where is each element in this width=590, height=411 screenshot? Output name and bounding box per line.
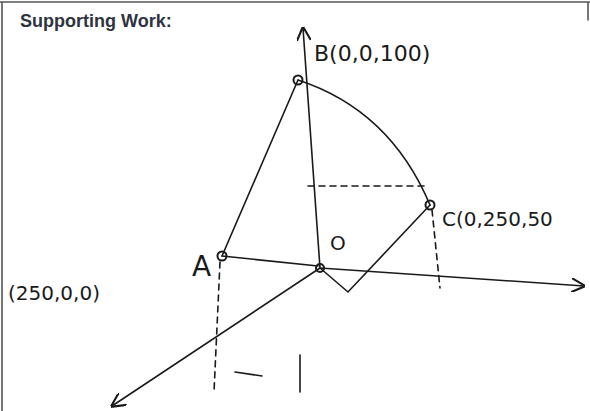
- segment-c-proj: [320, 205, 430, 292]
- x-axis: [112, 268, 320, 406]
- tick: [299, 355, 301, 392]
- origin-label: O: [328, 232, 348, 254]
- point-dot: [426, 201, 435, 210]
- dashed-line: [432, 210, 440, 288]
- point-label: B(0,0,100): [312, 42, 432, 66]
- tick: [235, 372, 262, 376]
- segment-ba: [222, 80, 298, 256]
- dashed-line: [214, 262, 220, 392]
- point-label: C(0,250,50: [440, 208, 555, 230]
- y-axis: [320, 268, 584, 286]
- dashed-line: [308, 185, 428, 187]
- segment-bc: [298, 80, 430, 205]
- point-dot: [218, 252, 227, 261]
- coordinate-label: (250,0,0): [6, 282, 102, 304]
- segment-ao: [222, 256, 318, 266]
- point-dot: [316, 264, 324, 272]
- point-label: A: [190, 252, 213, 283]
- heading: Supporting Work:: [20, 12, 172, 32]
- point-dot: [294, 76, 303, 85]
